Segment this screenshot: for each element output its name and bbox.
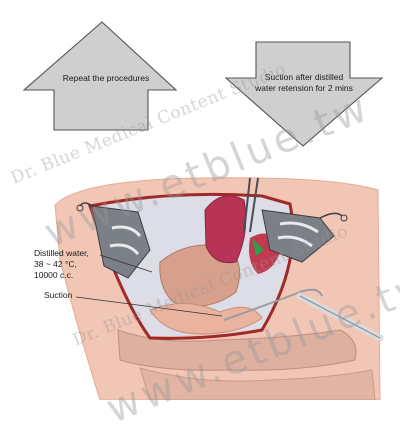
colon-lower — [139, 367, 376, 400]
small-intestine — [149, 302, 263, 335]
down-arrow-shape — [224, 41, 384, 147]
retractor-left-icon — [76, 202, 151, 279]
distilled-water-line-2: 38 ~ 42 °C, — [34, 259, 77, 269]
down-arrow-label: Suction after distilled water retension … — [255, 72, 353, 93]
distilled-water-label: Distilled water, 38 ~ 42 °C, 10000 c.c. — [34, 248, 89, 281]
illustration — [22, 21, 384, 400]
distilled-water-line-1: Distilled water, — [34, 248, 89, 258]
suction-leader-line — [75, 296, 223, 317]
colon — [117, 329, 357, 371]
diagram-canvas: Repeat the procedures Suction after dist… — [8, 21, 400, 433]
liver — [204, 195, 247, 264]
forceps-icon — [243, 177, 264, 256]
retractor-right-icon — [261, 209, 348, 263]
up-arrow-label: Repeat the procedures — [62, 73, 150, 83]
suction-label: Suction — [44, 290, 73, 300]
distilled-water-line-3: 10000 c.c. — [34, 270, 74, 280]
suction-tube-icon — [223, 288, 384, 342]
up-arrow-shape — [22, 21, 178, 131]
water-leader-line — [99, 254, 153, 273]
incision-outline — [88, 192, 295, 340]
